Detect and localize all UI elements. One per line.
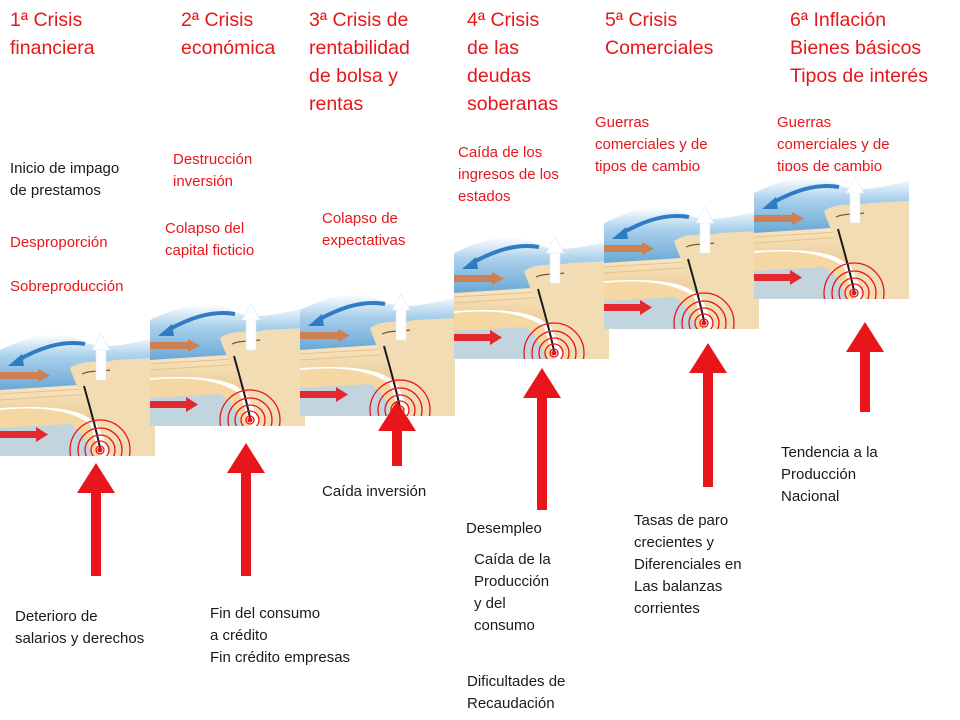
subduction-panel-6 <box>754 171 909 299</box>
stage-6-red-label-1: Guerras comerciales y de tipos de cambio <box>777 114 890 175</box>
stage-4-bottom-label-3: Dificultades de Recaudación <box>467 673 566 712</box>
stage-2-red-label-2: Colapso del capital ficticio <box>165 220 255 259</box>
stage-3-red-label-1: Colapso de expectativas <box>322 210 406 249</box>
stage-1-black-label: Inicio de impago de prestamos <box>10 160 120 199</box>
subduction-panel-2 <box>150 298 305 426</box>
stage-5-title: 5ª Crisis Comerciales <box>605 9 714 59</box>
stage-5-bottom-label: Tasas de paro crecientes y Diferenciales… <box>634 512 742 617</box>
subduction-panel-4 <box>454 231 609 359</box>
stage-2-bottom-label: Fin del consumo a crédito Fin crédito em… <box>210 605 351 666</box>
up-arrow-icon <box>378 401 416 466</box>
stage-4-bottom-label-2: Caída de la Producción y del consumo <box>474 551 551 634</box>
stage-2-title: 2ª Crisis económica <box>181 9 276 59</box>
stage-5-red-label-1: Guerras comerciales y de tipos de cambio <box>595 114 708 175</box>
stage-1-title: 1ª Crisis financiera <box>10 9 95 59</box>
stage-1-red-label-2: Sobreproducción <box>10 278 124 295</box>
stage-4-bottom-label-1: Desempleo <box>466 520 542 537</box>
stage-4-red-label-1: Caída de los ingresos de los estados <box>458 144 559 205</box>
up-arrow-icon <box>846 322 884 412</box>
up-arrow-icon <box>77 463 115 576</box>
up-arrow-icon <box>689 343 727 487</box>
subduction-panel-1 <box>0 328 155 456</box>
subduction-panel-3 <box>300 288 455 416</box>
stage-3-bottom-label: Caída inversión <box>322 483 427 500</box>
stage-1-bottom-label: Deterioro de salarios y derechos <box>15 608 145 647</box>
stage-6-bottom-label: Tendencia a la Producción Nacional <box>781 444 878 505</box>
stage-2-red-label-1: Destrucción inversión <box>173 151 253 190</box>
up-arrow-icon <box>523 368 561 510</box>
stage-4-title: 4ª Crisis de las deudas soberanas <box>467 9 559 115</box>
up-arrow-icon <box>227 443 265 576</box>
stage-3-title: 3ª Crisis de rentabilidad de bolsa y ren… <box>309 9 410 115</box>
stage-6-title: 6ª Inflación Bienes básicos Tipos de int… <box>790 9 929 87</box>
subduction-panel-5 <box>604 201 759 329</box>
stage-1-red-label-1: Desproporción <box>10 234 108 251</box>
